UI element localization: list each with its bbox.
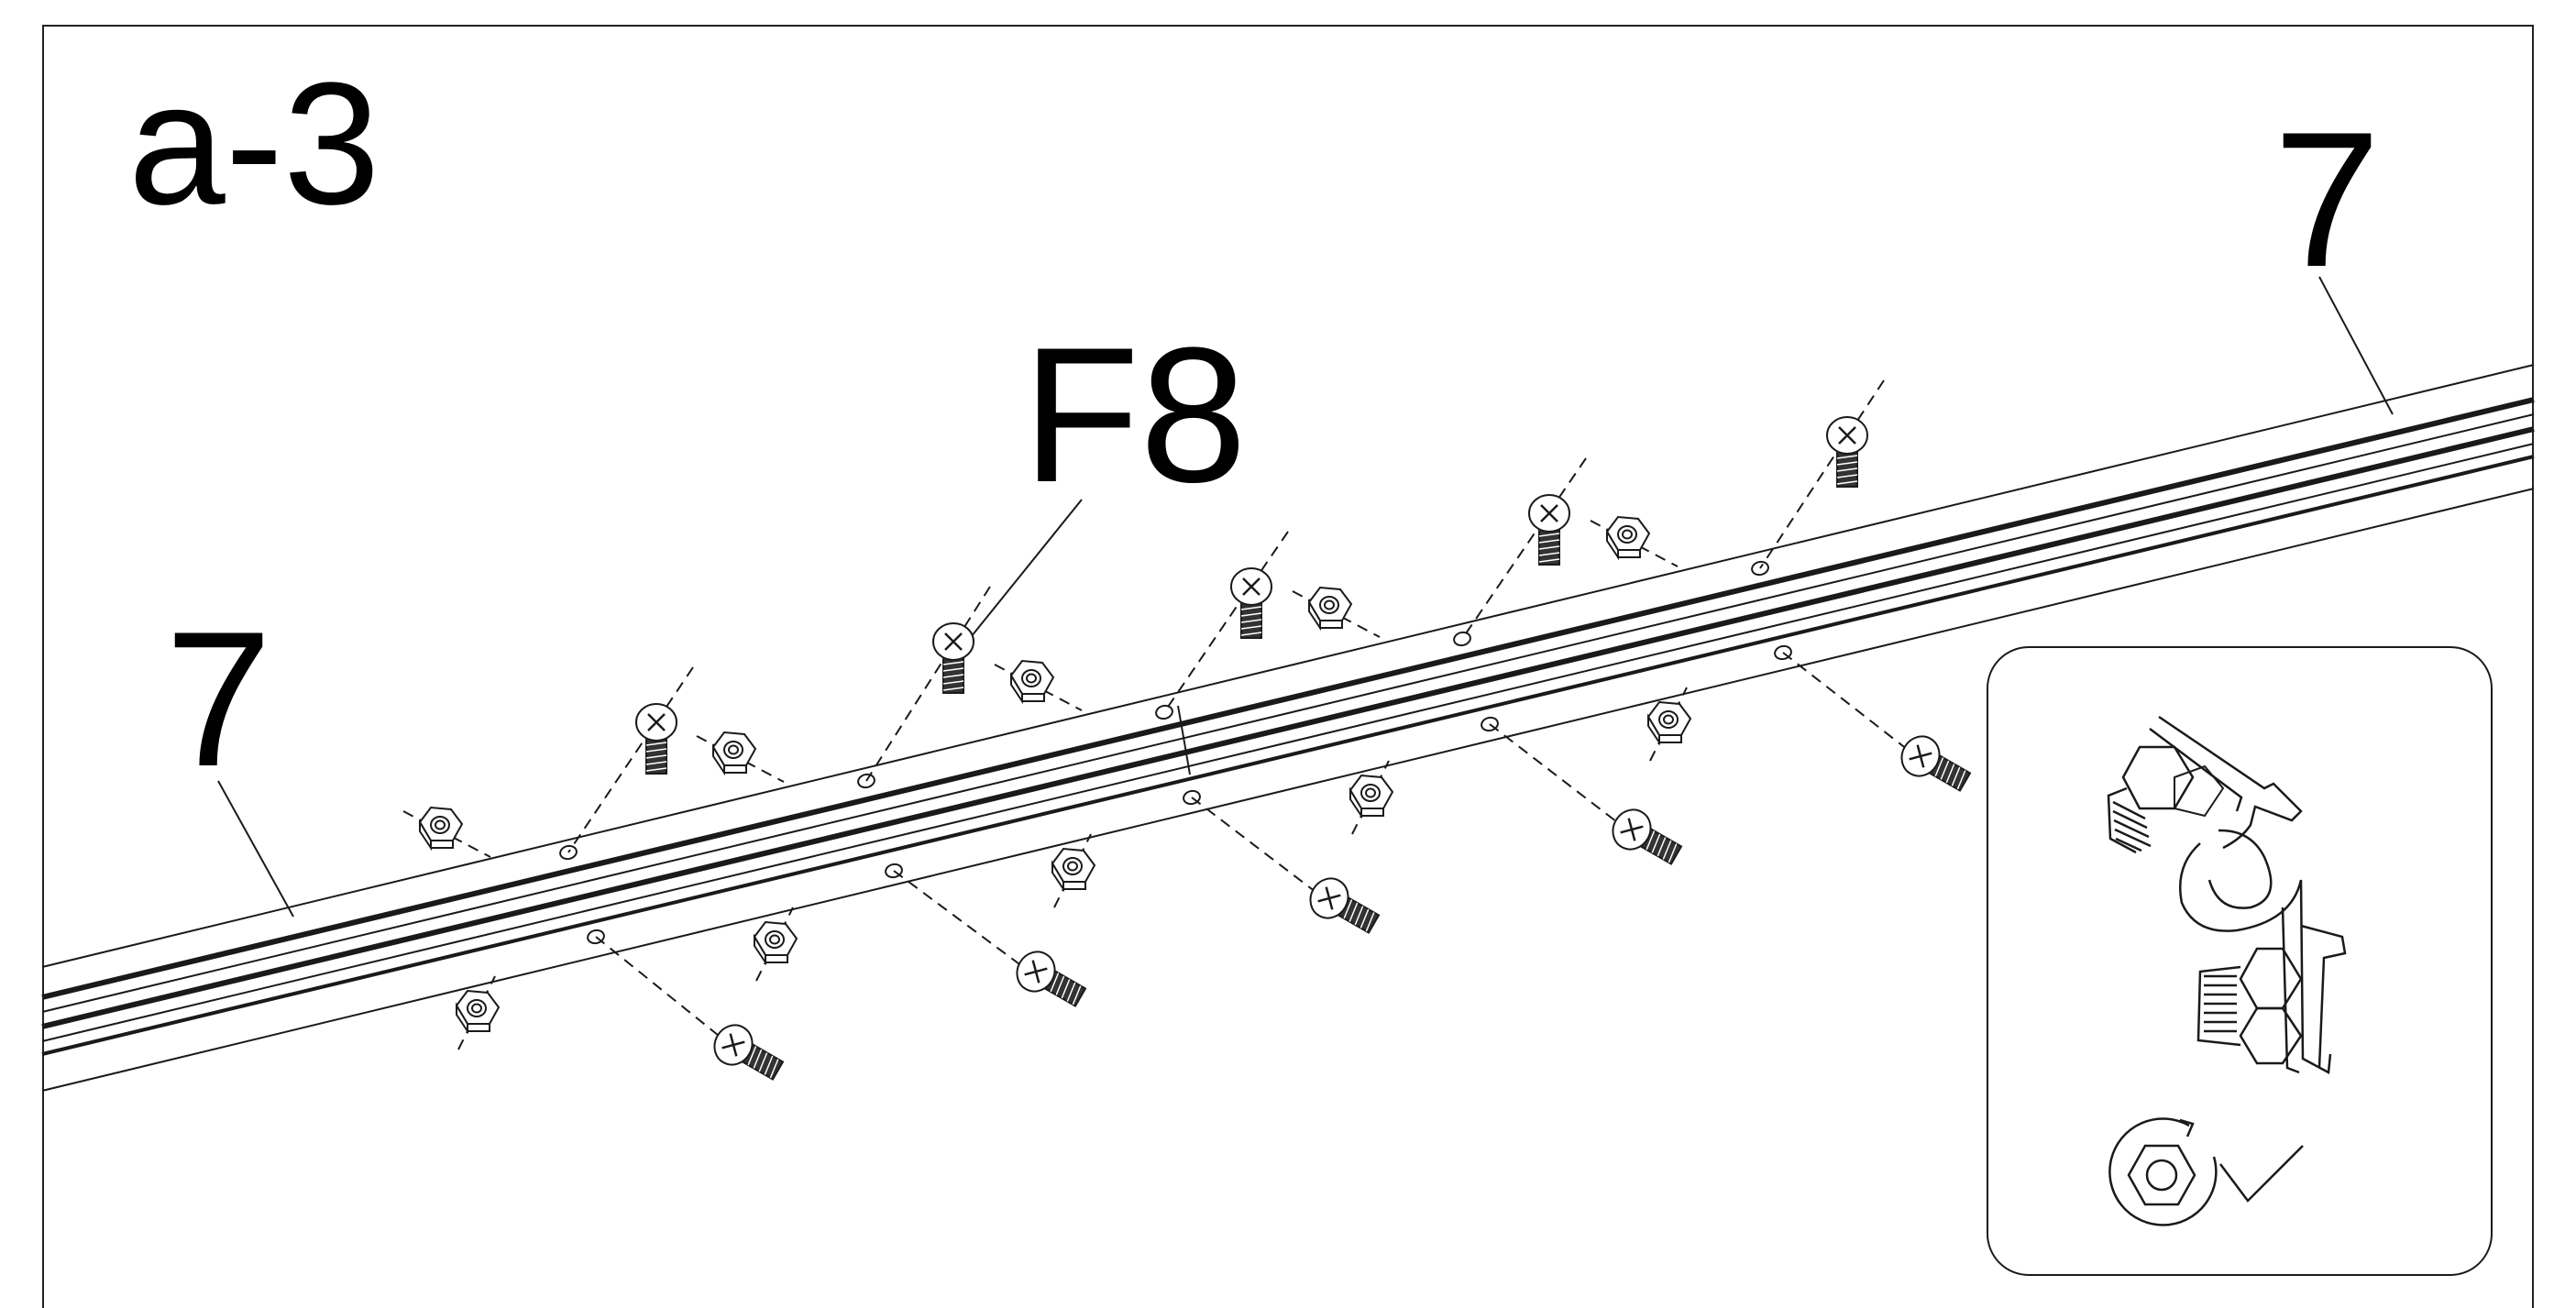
assembly-guide-line	[1163, 531, 1289, 713]
leader-line-7-right	[2318, 276, 2394, 415]
phillips-bolt	[1230, 567, 1272, 639]
rail-upper-edge	[41, 364, 2535, 968]
hex-nut	[1646, 700, 1692, 746]
rail-lower-edge	[41, 488, 2535, 1092]
phillips-bolt	[1309, 877, 1381, 934]
rail-hole	[1453, 631, 1471, 647]
rail-holes	[559, 560, 1792, 945]
phillips-bolt	[1900, 735, 1972, 792]
hex-nut-rotate-icon	[2108, 1117, 2218, 1226]
rail-joint	[1177, 705, 1191, 775]
phillips-bolt	[1612, 808, 1683, 865]
phillips-bolt	[1528, 494, 1570, 566]
hex-nut	[418, 806, 464, 852]
assembly-guide-line	[865, 586, 991, 782]
rail-channel-line-2	[41, 413, 2535, 1013]
phillips-bolt	[932, 622, 974, 694]
rail-channel-line-5	[41, 455, 2535, 1056]
nuts	[418, 515, 1692, 1035]
rail-channel-line-1	[41, 397, 2535, 1000]
phillips-bolt	[1826, 416, 1868, 488]
detail-inset	[1987, 646, 2493, 1276]
leader-line-7-left	[217, 780, 294, 918]
part-label-7-left: 7	[165, 591, 272, 807]
leader-line-f8	[966, 499, 1083, 643]
rail-channel-line-4	[41, 443, 2535, 1042]
assembly-guide-line	[1461, 457, 1587, 640]
hex-nut	[455, 989, 501, 1035]
hex-nut	[1307, 586, 1353, 632]
fastener-label: F8	[1022, 307, 1247, 522]
hex-nut	[1009, 659, 1055, 705]
rail-profile-section	[2107, 715, 2347, 1074]
assembly-guide-line	[994, 664, 1083, 711]
inset-frame	[1987, 646, 2493, 1276]
rail-assembly	[41, 364, 2535, 1092]
hex-nut	[753, 920, 798, 966]
bolts	[635, 416, 1972, 1081]
assembly-guide-line	[1590, 520, 1679, 567]
hex-nut	[1349, 774, 1394, 819]
diagram-frame	[42, 25, 2534, 1308]
phillips-bolt	[713, 1024, 785, 1081]
checkmark-icon	[2219, 1145, 2304, 1203]
step-label: a-3	[128, 47, 380, 241]
hex-nut	[1051, 847, 1096, 893]
hex-nut	[1605, 515, 1651, 561]
phillips-bolt	[1016, 951, 1087, 1007]
phillips-bolt	[635, 703, 677, 775]
hex-nut	[711, 731, 757, 776]
assembly-guide-line	[696, 735, 785, 783]
assembly-guide-line	[1759, 379, 1885, 569]
assembly-guide-line	[567, 666, 694, 853]
part-label-7-right: 7	[2273, 92, 2381, 307]
rail-channel-line-3	[41, 426, 2535, 1029]
assembly-guide-line	[1292, 590, 1381, 638]
rail-hole	[1155, 704, 1173, 720]
assembly-guide-line	[402, 810, 491, 858]
